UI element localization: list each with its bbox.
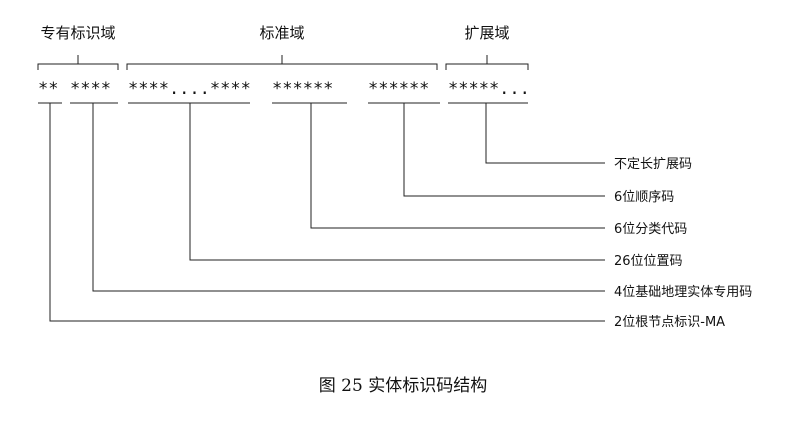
code-segment-entity-special: ****	[70, 79, 111, 99]
leader-line-extension	[485, 103, 605, 164]
code-segment-root: **	[38, 79, 58, 99]
description-location: 26位位置码	[614, 254, 683, 269]
code-segment-location: ****....****	[128, 79, 251, 99]
code-segment-sequence: ******	[368, 79, 429, 99]
leader-line-classification	[310, 103, 605, 229]
brace-proprietary	[37, 55, 119, 70]
leader-line-entity-special	[92, 103, 605, 292]
domain-label-standard: 标准域	[259, 24, 304, 42]
leader-line-root	[49, 103, 605, 322]
leader-line-location	[189, 103, 605, 261]
description-classification: 6位分类代码	[614, 222, 687, 237]
figure-caption: 图 25 实体标识码结构	[319, 376, 487, 396]
brace-standard	[126, 55, 438, 70]
domain-label-extension: 扩展域	[464, 24, 509, 42]
description-root: 2位根节点标识-MA	[614, 315, 725, 330]
description-entity-special: 4位基础地理实体专用码	[614, 285, 752, 300]
brace-extension	[445, 55, 529, 70]
code-segment-classification: ******	[272, 79, 333, 99]
description-extension: 不定长扩展码	[614, 157, 692, 172]
description-sequence: 6位顺序码	[614, 190, 674, 205]
domain-label-proprietary: 专有标识域	[40, 24, 115, 42]
leader-line-sequence	[403, 103, 605, 197]
code-segment-extension: *****...	[448, 79, 530, 99]
